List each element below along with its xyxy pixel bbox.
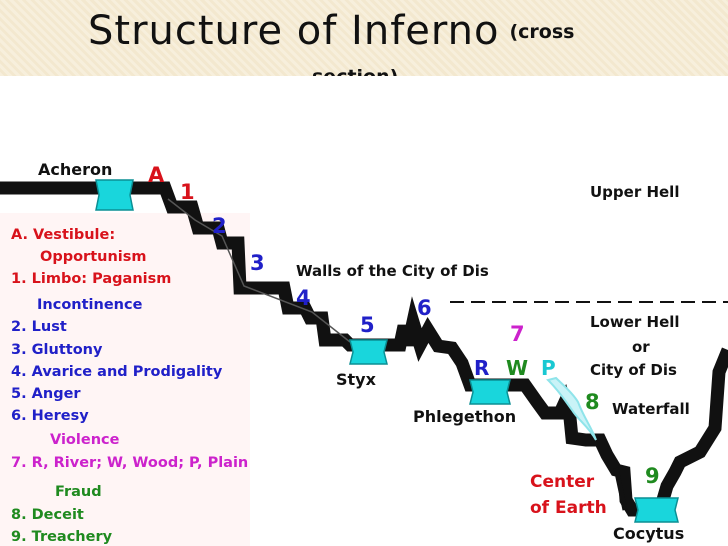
legend-rwp: 7. R, River; W, Wood; P, Plain	[11, 455, 249, 471]
marker-1: 1	[180, 180, 195, 204]
legend-lust: 2. Lust	[11, 319, 67, 335]
title-small: (cross	[509, 21, 575, 43]
acheron-label: Acheron	[38, 160, 113, 179]
pit-wall-left	[613, 467, 628, 511]
or-label: or	[632, 338, 650, 356]
legend-avarice: 4. Avarice and Prodigality	[11, 364, 223, 380]
marker-7: 7	[510, 322, 525, 346]
marker-a: A	[148, 163, 165, 187]
center-of-earth-line2: of Earth	[530, 498, 607, 518]
legend-panel	[0, 213, 250, 546]
terrain-highlight	[167, 198, 351, 343]
marker-2: 2	[212, 214, 227, 238]
slide-title: Structure of Inferno (cross	[88, 8, 574, 54]
marker-p: P	[541, 356, 556, 380]
legend-violence-heading: Violence	[50, 432, 120, 448]
phlegethon-river-banner	[469, 379, 511, 405]
legend-incontinence-heading: Incontinence	[37, 297, 143, 313]
legend-anger: 5. Anger	[11, 386, 81, 402]
legend-limbo: 1. Limbo: Paganism	[11, 271, 172, 287]
phlegethon-label: Phlegethon	[413, 407, 517, 426]
lower-hell-label: Lower Hell	[590, 313, 680, 331]
marker-9: 9	[645, 464, 660, 488]
marker-5: 5	[360, 313, 375, 337]
marker-w: W	[506, 356, 529, 380]
upper-hell-label: Upper Hell	[590, 183, 680, 201]
legend-heresy: 6. Heresy	[11, 408, 89, 424]
city-of-dis-label: City of Dis	[590, 361, 677, 379]
waterfall-stream	[546, 376, 597, 441]
walls-of-dis-label: Walls of the City of Dis	[296, 262, 489, 280]
legend-treachery: 9. Treachery	[11, 529, 113, 545]
styx-label: Styx	[336, 370, 376, 389]
legend-fraud-heading: Fraud	[55, 484, 102, 500]
marker-6: 6	[417, 296, 432, 320]
legend-vestibule: A. Vestibule:	[11, 227, 116, 243]
legend-opportunism: Opportunism	[40, 249, 147, 265]
marker-3: 3	[250, 251, 265, 275]
title-main: Structure of Inferno	[88, 8, 500, 54]
marker-r: R	[474, 356, 490, 380]
center-of-earth-line1: Center	[530, 472, 595, 492]
cocytus-label: Cocytus	[613, 524, 685, 543]
legend-gluttony: 3. Gluttony	[11, 342, 103, 358]
waterfall-label: Waterfall	[612, 400, 690, 418]
hell-terrain-profile	[0, 181, 728, 517]
legend-deceit: 8. Deceit	[11, 507, 84, 523]
styx-river-banner	[349, 339, 388, 365]
cocytus-river-banner	[634, 497, 679, 523]
title-banner	[0, 0, 728, 76]
acheron-river-banner	[95, 179, 134, 211]
marker-4: 4	[296, 286, 311, 310]
marker-8: 8	[585, 390, 600, 414]
